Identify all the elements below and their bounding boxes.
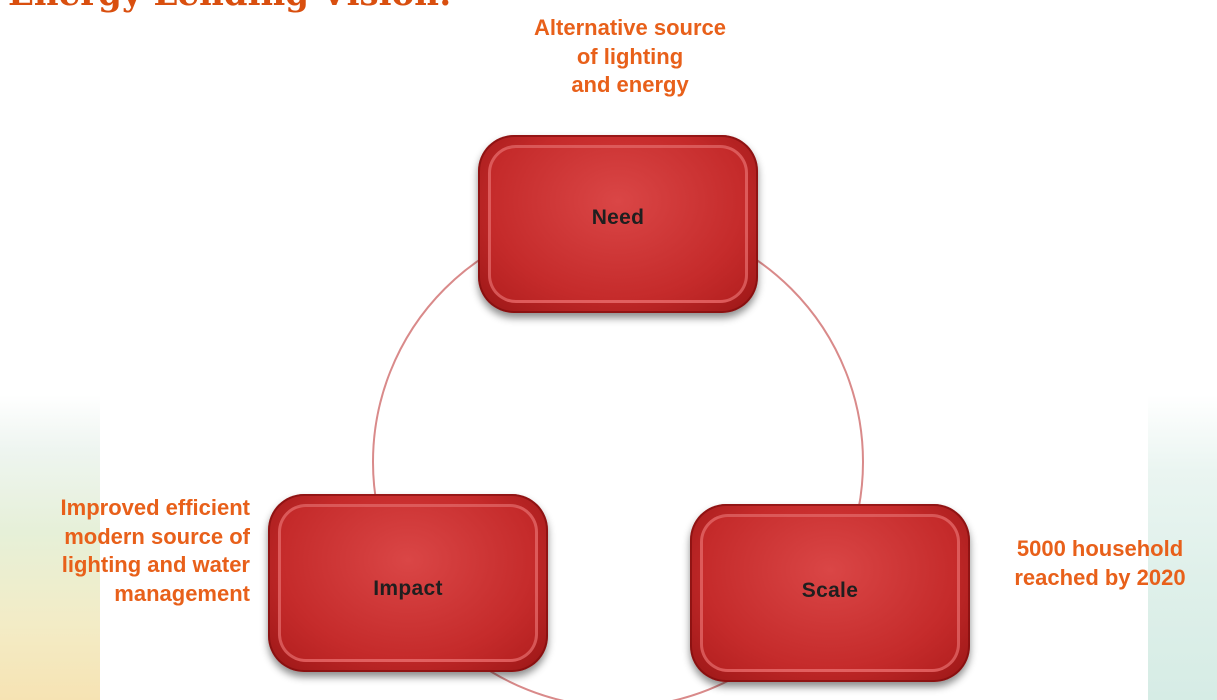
scale-annotation: 5000 household reached by 2020 [985,535,1215,592]
impact-annotation-line: modern source of [64,523,250,549]
scale-annotation-line: 5000 household [1016,536,1184,561]
impact-annotation-line: Improved efficient [60,495,250,520]
scale-annotation-line: reached by 2020 [1014,564,1186,590]
impact-annotation: Improved efficient modern source of ligh… [0,494,250,608]
slide-title: Energy Lending Vision: [8,0,452,14]
node-impact: Impact [268,494,548,672]
node-impact-label: Impact [373,577,443,600]
impact-annotation-line: lighting and water [61,552,250,578]
node-scale: Scale [690,504,970,682]
need-annotation-line: of lighting [576,43,684,69]
node-scale-label: Scale [801,579,859,602]
need-annotation-line: Alternative source [534,15,726,40]
left-decorative-gradient [0,395,100,700]
right-decorative-gradient [1148,395,1217,700]
need-annotation: Alternative source of lighting and energ… [470,14,790,100]
impact-annotation-line: management [114,580,250,606]
node-need-label: Need [591,206,645,229]
need-annotation-line: and energy [571,72,689,98]
node-need: Need [478,135,758,313]
